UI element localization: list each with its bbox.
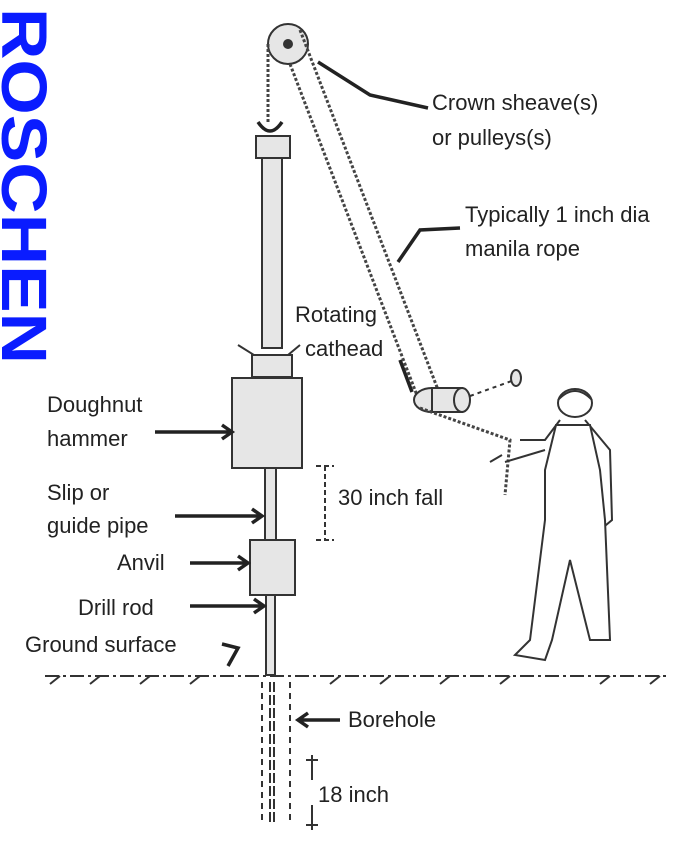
manila-rope	[298, 29, 442, 396]
ground-surface-label: Ground surface	[25, 632, 177, 657]
guide-pipe	[264, 467, 277, 541]
cathead	[413, 369, 522, 413]
leader-arrows	[155, 60, 461, 729]
hook	[256, 120, 284, 133]
drill-rod	[265, 594, 276, 676]
upper-guide-pipe	[237, 135, 301, 378]
hammer-label: Doughnut	[47, 392, 142, 417]
hammer-label-2: hammer	[47, 426, 128, 451]
drill-rod-label: Drill rod	[78, 595, 154, 620]
penetration-label: 18 inch	[318, 782, 389, 807]
anvil-label: Anvil	[117, 550, 165, 575]
cathead-label: Rotating	[295, 302, 377, 327]
ground-line	[45, 675, 670, 685]
borehole	[261, 682, 291, 825]
crown-sheave	[267, 23, 309, 65]
worker-figure	[489, 388, 614, 662]
rope-label: Typically 1 inch dia	[465, 202, 650, 227]
roschen-watermark: ROSCHEN	[0, 8, 60, 364]
fall-bracket	[316, 465, 334, 541]
crown-sheave-label-2: or pulleys(s)	[432, 125, 552, 150]
fall-label: 30 inch fall	[338, 485, 443, 510]
penetration-bracket	[306, 755, 318, 830]
cathead-label-2: cathead	[305, 336, 383, 361]
borehole-label: Borehole	[348, 707, 436, 732]
guide-pipe-label-2: guide pipe	[47, 513, 149, 538]
rope-label-2: manila rope	[465, 236, 580, 261]
guide-pipe-label: Slip or	[47, 480, 109, 505]
crown-sheave-label: Crown sheave(s)	[432, 90, 598, 115]
anvil	[249, 539, 296, 596]
doughnut-hammer	[231, 377, 303, 469]
